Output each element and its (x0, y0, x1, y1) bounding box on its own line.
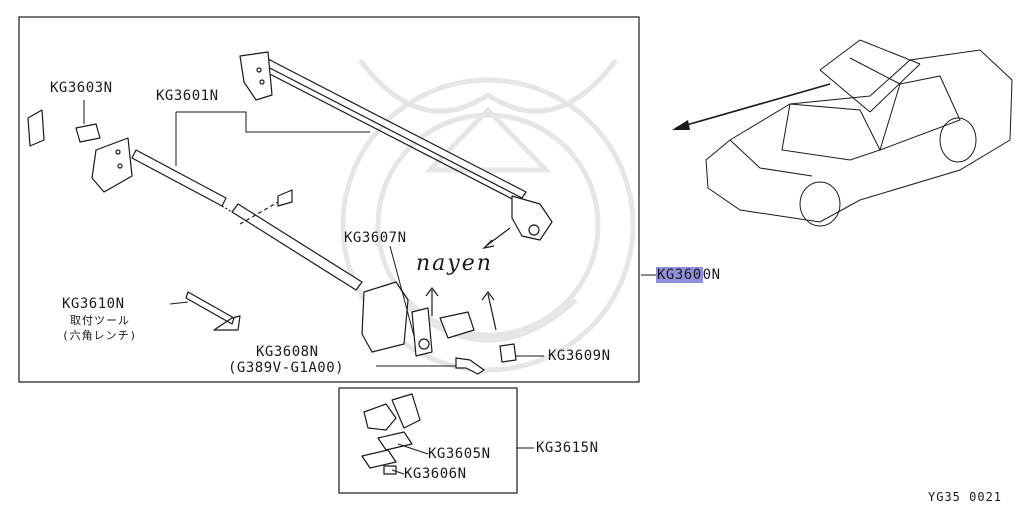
callout-kg3603n[interactable]: KG3603N (50, 80, 113, 96)
front-roof-bar (131, 149, 227, 207)
callout-kg3606n[interactable]: KG3606N (404, 466, 467, 482)
sticker (277, 189, 293, 207)
callout-kg3601n[interactable]: KG3601N (156, 88, 219, 104)
pointer-arrow (675, 83, 831, 129)
subkit-frame (338, 387, 518, 494)
rear-left-foot (239, 51, 273, 101)
hex-wrench (185, 291, 241, 331)
callout-kg3610n[interactable]: KG3610N (62, 296, 125, 312)
subkit-clamp-left (363, 403, 397, 431)
callout-kg3615n[interactable]: KG3615N (536, 440, 599, 456)
clip-kg3603n (75, 123, 101, 143)
callout-kg3608n[interactable]: KG3608N (256, 344, 319, 360)
watermark-crest (340, 58, 636, 373)
callout-kg3610n-note-2: (六角レンチ) (62, 329, 138, 342)
key-kg3608n (455, 357, 485, 375)
callout-kg3600n-rest: 0N (702, 267, 721, 283)
pad-kg3606n (361, 449, 397, 469)
callout-kg3608n-note: (G389V-G1A00) (228, 360, 345, 376)
foot-clamp-center (361, 281, 409, 353)
subkit-clamp-right (391, 393, 421, 429)
car-illustration (705, 39, 1013, 227)
small-tab (383, 465, 397, 475)
main-parts-frame (18, 16, 640, 383)
front-left-foot (91, 137, 133, 193)
callout-kg3610n-note-1: 取付ツール (70, 314, 130, 327)
cover-cap (439, 311, 475, 339)
callout-kg3605n[interactable]: KG3605N (428, 446, 491, 462)
bracket-left (27, 109, 45, 147)
callout-kg3600n[interactable]: KG3600N (656, 267, 721, 283)
pointer-arrow-head (672, 120, 690, 130)
callout-kg3600n-highlight: KG360 (656, 267, 703, 283)
figure-code: YG35 0021 (928, 490, 1003, 504)
brand-logo: nayen (416, 251, 493, 276)
callout-kg3607n[interactable]: KG3607N (344, 230, 407, 246)
callout-kg3609n[interactable]: KG3609N (548, 348, 611, 364)
lock-cylinder-kg3609n (499, 343, 517, 363)
rear-right-foot (511, 195, 553, 241)
